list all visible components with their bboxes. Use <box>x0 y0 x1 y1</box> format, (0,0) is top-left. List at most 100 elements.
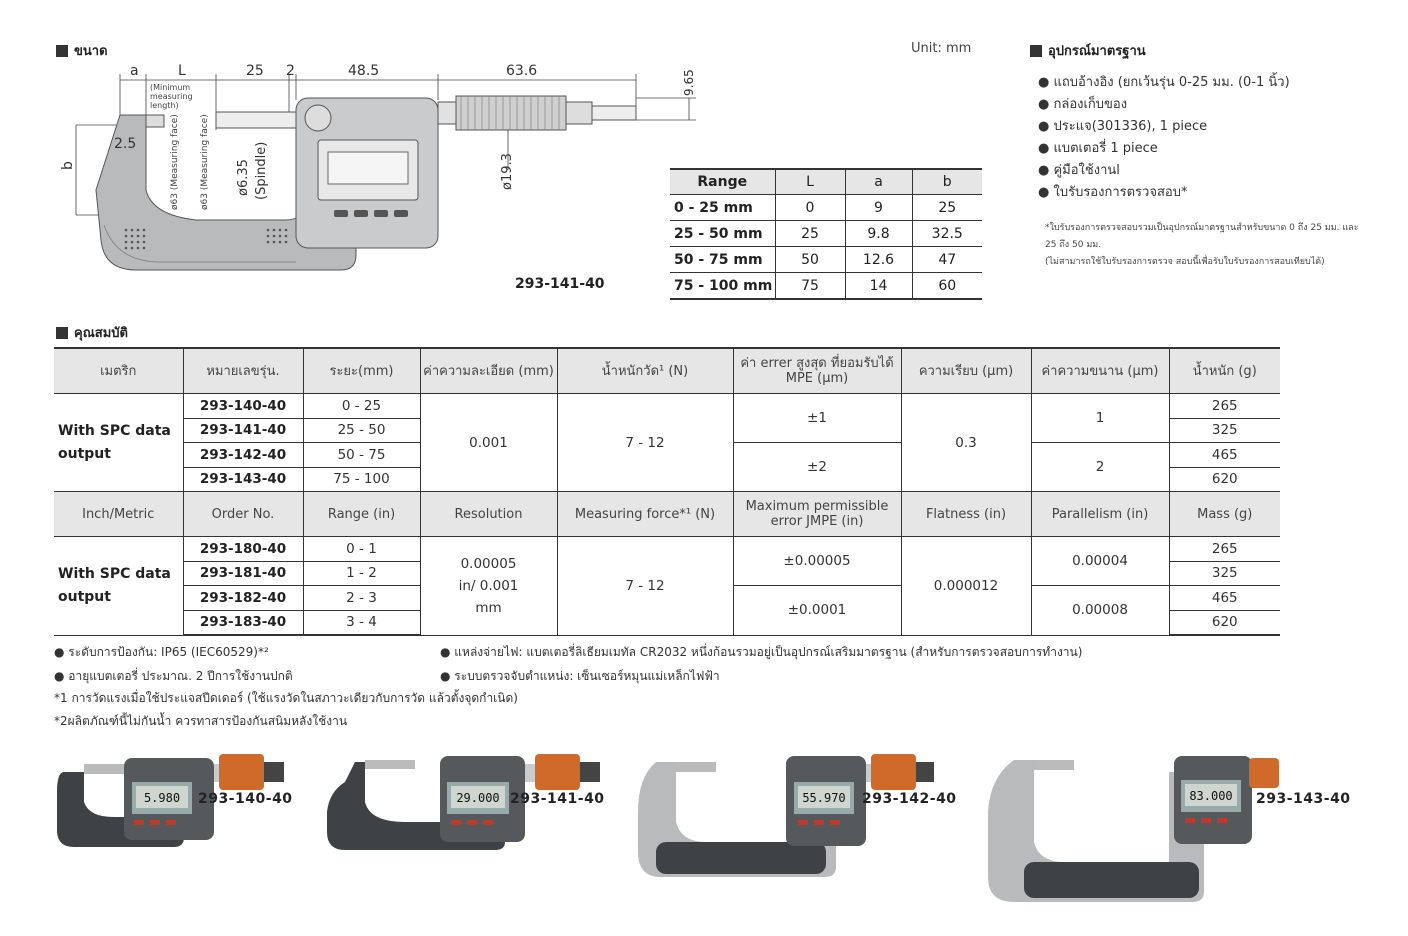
mpe-cell: ±0.00005 <box>732 536 901 586</box>
mass-cell: 465 <box>1168 442 1280 468</box>
table-row: 0 - 25 mm 0 9 25 <box>670 194 982 221</box>
drawing-model-label: 293-141-40 <box>515 276 605 292</box>
dim-phi63-a: ø63 (Measuring face) <box>170 114 180 210</box>
range-cell: 75 <box>774 272 845 300</box>
flatness-cell: 0.000012 <box>900 536 1031 636</box>
range-cell: 25 - 50 mm <box>670 220 775 247</box>
range-cell: 25 <box>911 194 982 221</box>
mass-cell: 325 <box>1168 418 1280 443</box>
range-cell: 32.5 <box>911 220 982 247</box>
header-cell: น้ำหนัก (g) <box>1168 347 1280 394</box>
group-label: With SPC data output <box>54 536 183 636</box>
mass-cell: 620 <box>1168 467 1280 492</box>
flatness-cell: 0.3 <box>900 393 1031 492</box>
force-cell: 7 - 12 <box>556 393 733 492</box>
dimensions-title: ขนาด <box>74 44 108 59</box>
product-image-293-143-40: 83.000 <box>988 756 1279 902</box>
accessories-list: ● แถบอ้างอิง (ยกเว้นรุ่น 0-25 มม. (0-1 น… <box>1038 72 1398 204</box>
table-row: 25 - 50 mm 25 9.8 32.5 <box>670 220 982 247</box>
product-label: 293-143-40 <box>1256 791 1351 807</box>
accessory-text: คู่มือใช้งานl <box>1053 163 1120 178</box>
header-cell: Flatness (in) <box>900 491 1031 537</box>
micrometer-dimension-drawing <box>75 74 696 271</box>
range-cell: 75 - 100 <box>302 467 420 492</box>
dim-63-6: 63.6 <box>506 63 538 79</box>
note-text: อายุแบตเตอรี่ ประมาณ. 2 ปีการใช้งานปกติ <box>68 669 293 683</box>
header-cell: Range (in) <box>302 491 420 537</box>
range-table-header: Range L a b <box>670 168 982 195</box>
accessory-text: แบตเตอรี่ 1 piece <box>1053 141 1158 156</box>
resolution-cell: 0.00005 in/ 0.001 mm <box>419 536 557 636</box>
dim-min-measuring: (Minimum measuring length) <box>150 83 193 110</box>
range-cell: 14 <box>844 272 912 300</box>
dim-2-5: 2.5 <box>114 136 137 152</box>
header-cell: Mass (g) <box>1168 491 1280 537</box>
order-no: 293-181-40 <box>182 561 303 586</box>
range-cell: 1 - 2 <box>302 561 420 586</box>
accessories-title: อุปกรณ์มาตรฐาน <box>1048 44 1146 59</box>
heading-square-icon <box>56 326 68 339</box>
specs-heading: คุณสมบัติ <box>56 322 128 343</box>
note-protection: ● ระดับการป้องกัน: IP65 (IEC60529)*² <box>54 645 269 659</box>
parallelism-cell: 2 <box>1030 442 1169 492</box>
note-line: 25 ถึง 50 มม. <box>1045 240 1102 250</box>
table-row: 293-143-40 75 - 100 620 <box>54 467 1280 492</box>
range-cell: 47 <box>911 246 982 273</box>
header-cell: Maximum permissible error JMPE (in) <box>732 491 901 537</box>
range-cell: 0 - 25 mm <box>670 194 775 221</box>
specs-title: คุณสมบัติ <box>74 326 128 341</box>
header-cell: Resolution <box>419 491 557 537</box>
table-row: 293-182-40 2 - 3 ±0.0001 0.00008 465 <box>54 585 1280 636</box>
header-cell: Measuring force*¹ (N) <box>556 491 733 537</box>
range-header-L: L <box>774 168 845 195</box>
display-reading: 29.000 <box>456 791 499 805</box>
dim-48-5: 48.5 <box>348 63 380 79</box>
mass-cell: 325 <box>1168 561 1280 586</box>
order-no: 293-141-40 <box>182 418 303 443</box>
footnote-1: *1 การวัดแรงเมื่อใช้ประแจสปีดเดอร์ (ใช้แ… <box>54 691 518 705</box>
range-cell: 25 <box>774 220 845 247</box>
accessory-text: แถบอ้างอิง (ยกเว้นรุ่น 0-25 มม. (0-1 นิ้… <box>1053 75 1290 90</box>
table-row: 293-142-40 50 - 75 ±2 2 465 <box>54 442 1280 492</box>
header-cell: เมตริก <box>54 347 183 394</box>
accessory-text: ประแจ(301336), 1 piece <box>1053 119 1208 134</box>
table-row: 75 - 100 mm 75 14 60 <box>670 272 982 300</box>
mpe-cell: ±1 <box>732 393 901 443</box>
display-reading: 55.970 <box>802 791 845 805</box>
dim-spindle: (Spindle) <box>254 141 269 200</box>
order-no: 293-183-40 <box>182 610 303 636</box>
table-row: 293-183-40 3 - 4 620 <box>54 610 1280 636</box>
product-image-293-141-40: 29.000 <box>327 754 600 850</box>
mass-cell: 620 <box>1168 610 1280 636</box>
dimensions-heading: ขนาด <box>56 40 108 61</box>
header-cell: ค่าความขนาน (µm) <box>1030 347 1169 394</box>
display-reading: 5.980 <box>144 791 180 805</box>
metric-header-row: เมตริก หมายเลขรุ่น. ระยะ(mm) ค่าความละเอ… <box>54 347 1280 394</box>
range-cell: 9.8 <box>844 220 912 247</box>
order-no: 293-140-40 <box>182 393 303 419</box>
dim-b: b <box>60 161 76 170</box>
table-row: With SPC data output 293-140-40 0 - 25 0… <box>54 393 1280 492</box>
product-image-293-140-40: 5.980 <box>57 754 284 847</box>
unit-label: Unit: mm <box>911 41 972 56</box>
order-no: 293-143-40 <box>182 467 303 492</box>
note-text: ระดับการป้องกัน: IP65 (IEC60529)*² <box>68 645 269 659</box>
range-cell: 9 <box>844 194 912 221</box>
force-cell: 7 - 12 <box>556 536 733 636</box>
list-item: ● กล่องเก็บของ <box>1038 97 1128 112</box>
header-cell: ระยะ(mm) <box>302 347 420 394</box>
table-row: With SPC data output 293-180-40 0 - 1 0.… <box>54 536 1280 636</box>
product-label: 293-140-40 <box>198 791 293 807</box>
range-cell: 2 - 3 <box>302 585 420 611</box>
range-header-range: Range <box>670 168 775 195</box>
dim-phi63-b: ø63 (Measuring face) <box>200 114 210 210</box>
range-cell: 50 <box>774 246 845 273</box>
order-no: 293-182-40 <box>182 585 303 611</box>
range-cell: 0 - 1 <box>302 536 420 562</box>
note-text: แหล่งจ่ายไฟ: แบตเตอรี่ลิเธียมเมทัล CR203… <box>454 645 1083 659</box>
dim-2: 2 <box>286 63 295 79</box>
range-cell: 75 - 100 mm <box>670 272 775 300</box>
header-cell: Order No. <box>182 491 303 537</box>
spec-table: เมตริก หมายเลขรุ่น. ระยะ(mm) ค่าความละเอ… <box>54 347 1280 636</box>
list-item: ● แบตเตอรี่ 1 piece <box>1038 141 1158 156</box>
